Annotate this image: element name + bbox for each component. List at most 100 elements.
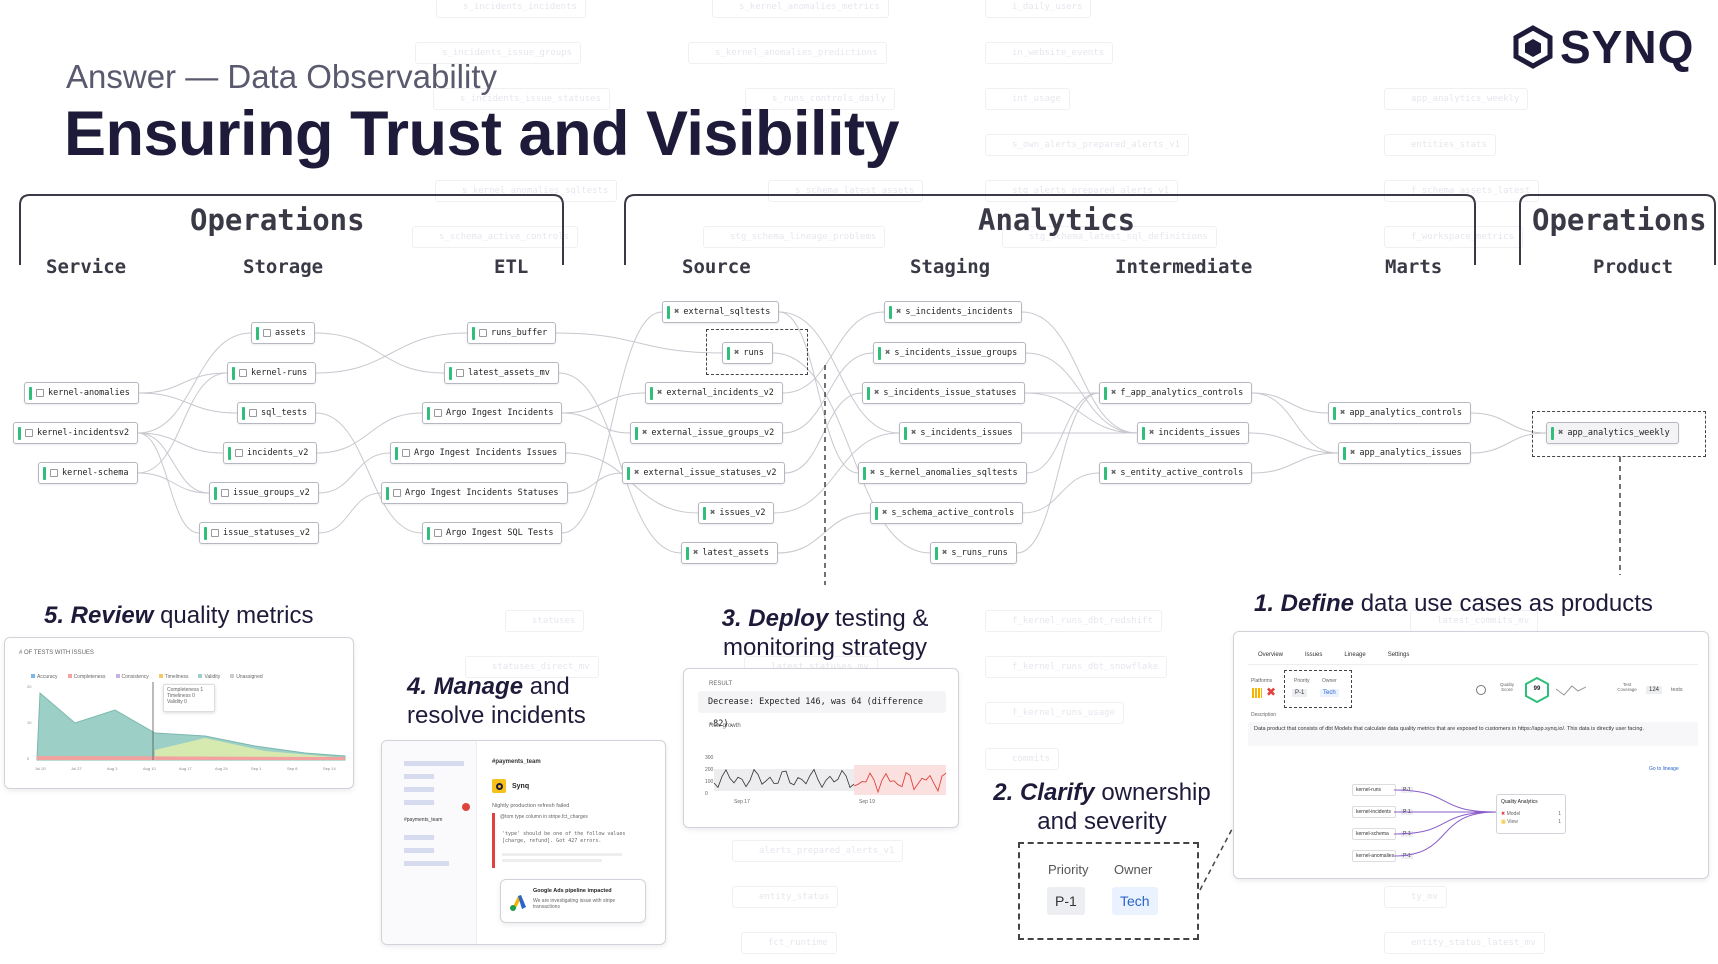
legend-entry: Completeness xyxy=(67,674,106,680)
metrics-area-timeliness xyxy=(155,738,345,760)
product-owner-badge[interactable]: Tech xyxy=(1320,689,1339,697)
dbt-model-icon: ✖ xyxy=(642,428,648,438)
lineage-node-etl[interactable]: Argo Ingest Incidents Issues xyxy=(390,442,567,464)
hexagon-logo-icon xyxy=(1513,25,1553,69)
lineage-edge xyxy=(137,372,228,474)
tab-overview[interactable]: Overview xyxy=(1258,652,1284,658)
lineage-node-source[interactable]: ✖external_issue_groups_v2 xyxy=(630,422,784,444)
table-icon xyxy=(263,329,271,337)
lineage-node-staging[interactable]: ✖s_schema_active_controls xyxy=(870,502,1024,524)
platform-x-icon: ✖ xyxy=(1266,685,1277,699)
metrics-y-tick: 20 xyxy=(27,684,32,689)
row-growth-line xyxy=(713,768,855,789)
owner-label: Owner xyxy=(1114,862,1153,877)
priority-badge[interactable]: P-1 xyxy=(1047,887,1085,915)
lineage-edge xyxy=(777,512,871,554)
ghost-node: s_schema_latest_assets xyxy=(768,180,924,202)
lineage-node-etl[interactable]: latest_assets_mv xyxy=(444,362,559,384)
ghost-node: entity_status_latest_mv xyxy=(1384,932,1545,954)
lineage-edge xyxy=(778,311,859,474)
step-3-title: 3. Deploy testing &monitoring strategy xyxy=(721,605,929,661)
lineage-node-service[interactable]: kernel-anomalies xyxy=(24,382,139,404)
lineage-node-label: app_analytics_controls xyxy=(1349,408,1463,418)
lineage-node-service[interactable]: kernel-schema xyxy=(38,462,138,484)
tab-settings[interactable]: Settings xyxy=(1387,652,1410,658)
lineage-node-etl[interactable]: Argo Ingest Incidents xyxy=(422,402,563,424)
lineage-node-storage[interactable]: issue_statuses_v2 xyxy=(199,522,319,544)
lineage-node-intermediate[interactable]: ✖s_entity_active_controls xyxy=(1099,462,1253,484)
dbt-model-icon: ✖ xyxy=(1149,428,1155,438)
lineage-edge xyxy=(137,432,200,534)
tab-issues[interactable]: Issues xyxy=(1305,652,1323,658)
lineage-edge xyxy=(1016,392,1100,554)
mini-lineage-edges xyxy=(1393,789,1497,857)
lineage-edge xyxy=(1248,432,1339,454)
lineage-node-service[interactable]: kernel-incidentsv2 xyxy=(13,422,139,444)
dbt-model-icon: ✖ xyxy=(634,468,640,478)
lineage-node-staging[interactable]: ✖s_runs_runs xyxy=(930,542,1017,564)
lineage-node-label: Argo Ingest Incidents xyxy=(446,408,554,418)
goto-lineage-link[interactable]: Go to lineage xyxy=(1649,766,1679,772)
monitor-y-tick: 300 xyxy=(705,755,714,761)
incident-accent xyxy=(492,813,495,868)
lineage-node-source[interactable]: ✖latest_assets xyxy=(681,542,778,564)
lineage-node-source[interactable]: ✖runs xyxy=(722,342,773,364)
lineage-node-etl[interactable]: runs_buffer xyxy=(467,322,557,344)
lineage-node-label: Argo Ingest Incidents Statuses xyxy=(405,488,559,498)
lineage-node-storage[interactable]: kernel-runs xyxy=(227,362,317,384)
lineage-node-label: s_incidents_issue_groups xyxy=(894,348,1018,358)
lineage-node-source[interactable]: ✖issues_v2 xyxy=(698,502,775,524)
status-bar-icon xyxy=(650,386,653,400)
legend-entry: Unassigned xyxy=(230,674,263,680)
lineage-node-staging[interactable]: ✖s_incidents_issues xyxy=(899,422,1022,444)
lineage-edge xyxy=(318,452,391,494)
incident-card: #payments_team #payments_team Synq Night… xyxy=(381,740,666,945)
lineage-node-storage[interactable]: sql_tests xyxy=(237,402,317,424)
dbt-model-icon: ✖ xyxy=(1111,468,1117,478)
table-icon xyxy=(221,489,229,497)
lineage-node-product[interactable]: ✖app_analytics_weekly xyxy=(1546,422,1679,444)
ghost-node: f_kernel_runs_usage xyxy=(985,702,1124,724)
lineage-node-source[interactable]: ✖external_incidents_v2 xyxy=(645,382,783,404)
lineage-edge xyxy=(1251,392,1329,414)
slack-sidebar: #payments_team xyxy=(382,741,477,944)
lineage-node-source[interactable]: ✖external_issue_statuses_v2 xyxy=(622,462,786,484)
metrics-x-tick: Sep 1 xyxy=(251,766,262,771)
lineage-node-marts[interactable]: ✖app_analytics_controls xyxy=(1328,402,1472,424)
owner-badge[interactable]: Tech xyxy=(1112,887,1158,915)
lineage-node-storage[interactable]: incidents_v2 xyxy=(223,442,318,464)
lineage-node-staging[interactable]: ✖s_incidents_issue_groups xyxy=(873,342,1027,364)
clock-icon xyxy=(1476,685,1486,695)
tab-lineage[interactable]: Lineage xyxy=(1344,652,1366,658)
column-label-staging: Staging xyxy=(910,256,991,278)
lineage-node-storage[interactable]: assets xyxy=(251,322,315,344)
lineage-node-label: latest_assets_mv xyxy=(468,368,550,378)
dbt-model-icon: ✖ xyxy=(870,468,876,478)
lineage-node-source[interactable]: ✖external_sqltests xyxy=(662,301,780,323)
lineage-node-intermediate[interactable]: ✖f_app_analytics_controls xyxy=(1099,382,1253,404)
ghost-node: f_schema_assets_latest xyxy=(1384,180,1540,202)
product-priority-badge[interactable]: P-1 xyxy=(1292,689,1308,697)
lineage-node-marts[interactable]: ✖app_analytics_issues xyxy=(1338,442,1471,464)
monitor-y-tick: 100 xyxy=(705,779,714,785)
status-bar-icon xyxy=(449,366,452,380)
metrics-x-tick: Sep 14 xyxy=(323,766,336,771)
lineage-node-staging[interactable]: ✖s_incidents_incidents xyxy=(884,301,1022,323)
lineage-node-intermediate[interactable]: ✖incidents_issues xyxy=(1137,422,1250,444)
lineage-node-storage[interactable]: issue_groups_v2 xyxy=(209,482,319,504)
monitor-x-tick: Sep 17 xyxy=(734,799,750,805)
dbt-model-icon: ✖ xyxy=(674,307,680,317)
lineage-node-staging[interactable]: ✖s_kernel_anomalies_sqltests xyxy=(858,462,1027,484)
dbt-model-icon: ✖ xyxy=(874,388,880,398)
lineage-node-staging[interactable]: ✖s_incidents_issue_statuses xyxy=(862,382,1026,404)
lineage-node-etl[interactable]: Argo Ingest Incidents Statuses xyxy=(381,482,568,504)
lineage-edge xyxy=(567,472,623,494)
lineage-node-etl[interactable]: Argo Ingest SQL Tests xyxy=(422,522,563,544)
lineage-edge xyxy=(561,392,646,414)
lineage-edge xyxy=(555,332,723,354)
column-label-intermediate: Intermediate xyxy=(1115,256,1253,278)
lineage-node-label: kernel-runs xyxy=(251,368,308,378)
status-bar-icon xyxy=(1551,426,1554,440)
